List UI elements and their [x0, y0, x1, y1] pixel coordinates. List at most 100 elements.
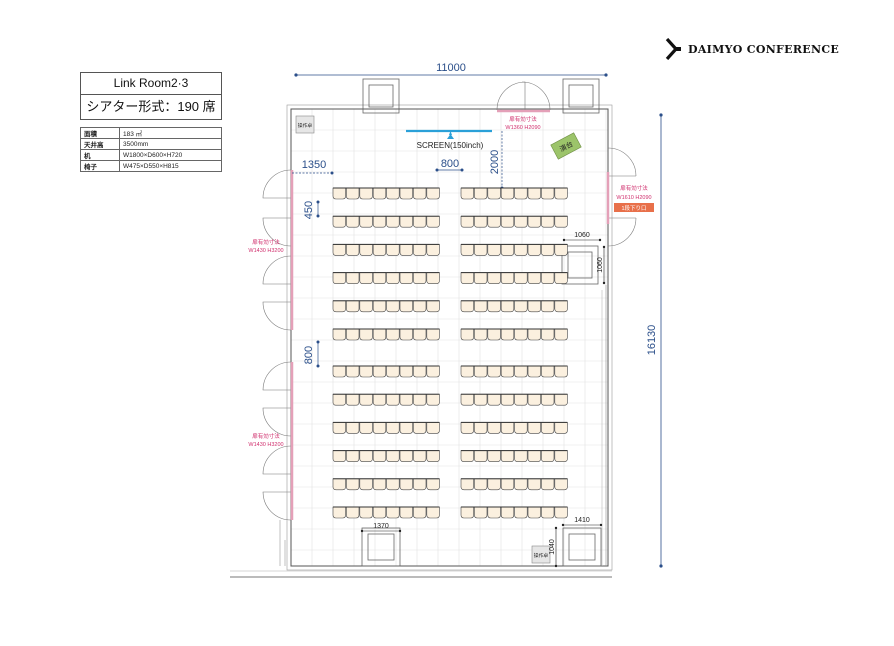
chair — [474, 328, 488, 341]
chair — [514, 450, 528, 462]
chair — [541, 272, 555, 284]
overall-depth-label: 16130 — [646, 325, 658, 356]
chair — [332, 244, 346, 256]
door-top — [496, 81, 551, 113]
overall-width-label: 11000 — [436, 62, 466, 74]
chair — [372, 215, 387, 228]
chair — [332, 365, 346, 378]
chair — [399, 187, 413, 200]
theater-seating — [332, 187, 568, 519]
door-note-title: 扉有効寸法 — [252, 238, 280, 246]
chair — [346, 506, 360, 519]
seat-row — [460, 300, 568, 313]
chair — [413, 328, 427, 341]
seat-row — [332, 272, 440, 284]
chair — [487, 328, 501, 341]
chair — [386, 244, 400, 256]
chair — [346, 393, 360, 406]
chair — [346, 422, 360, 434]
chair — [541, 506, 555, 519]
chair — [514, 187, 528, 200]
chair — [426, 215, 440, 228]
dim-2000-label: 2000 — [489, 150, 501, 174]
chair — [500, 506, 515, 519]
door-note-title: 扉有効寸法 — [509, 115, 537, 123]
chair — [399, 272, 413, 284]
chair — [399, 506, 413, 519]
chair — [359, 422, 373, 434]
dim-1060-v-label: 1060 — [597, 257, 604, 273]
chair — [514, 328, 528, 341]
chair — [372, 244, 387, 256]
chair — [413, 215, 427, 228]
chair — [426, 328, 440, 341]
seat-row — [460, 506, 568, 519]
chair — [474, 300, 488, 313]
door-note-left-lower: 扉有効寸法 W1430 H3200 — [248, 432, 283, 448]
room-layout-title: シアター形式：190 席 — [80, 95, 222, 120]
chair — [500, 478, 515, 491]
pillar-bottom-right — [562, 527, 602, 567]
chair — [527, 450, 541, 462]
chair — [346, 300, 360, 313]
room-name: Link Room2·3 — [80, 72, 222, 95]
chair — [500, 187, 515, 200]
chair — [554, 187, 568, 200]
chair — [359, 506, 373, 519]
chair — [426, 506, 440, 519]
chair — [386, 393, 400, 406]
dimension-1060-vertical: 1060 — [597, 245, 606, 285]
spec-value: W475×D550×H815 — [119, 160, 222, 172]
chair — [541, 393, 555, 406]
brand-logo: DAIMYO CONFERENCE — [664, 38, 839, 60]
seat-row — [332, 421, 440, 434]
chair — [514, 506, 528, 519]
chair — [359, 365, 373, 378]
seat-row — [332, 365, 440, 378]
chair — [514, 365, 528, 378]
chair — [527, 506, 541, 519]
chair — [541, 300, 555, 313]
dim-1040-label: 1040 — [549, 539, 556, 555]
chair — [413, 478, 427, 491]
chair — [527, 328, 541, 341]
chair — [500, 393, 515, 406]
door-note-left-upper: 扉有効寸法 W1430 H3200 — [248, 238, 283, 254]
chair — [460, 365, 474, 378]
chair — [500, 365, 515, 378]
chair — [413, 300, 427, 313]
chair — [541, 422, 555, 434]
chair — [460, 300, 474, 313]
podium: 演台 — [550, 132, 582, 160]
chair — [527, 187, 541, 200]
chair — [554, 506, 568, 519]
screen-label: SCREEN(150inch) — [417, 141, 484, 150]
chair — [474, 244, 488, 256]
dim-1350-label: 1350 — [302, 159, 326, 171]
seat-row — [460, 272, 568, 284]
chair — [386, 365, 400, 378]
chair — [413, 393, 427, 406]
chair — [500, 244, 515, 256]
pillar-top-right — [562, 78, 600, 114]
chair — [474, 450, 488, 462]
chair — [386, 478, 400, 491]
chair — [474, 187, 488, 200]
seat-row — [460, 187, 568, 200]
chair — [474, 506, 488, 519]
chair — [346, 244, 360, 256]
dim-800-top-label: 800 — [441, 158, 459, 170]
pillars — [361, 78, 602, 567]
chair — [460, 506, 474, 519]
chair — [386, 506, 400, 519]
chair — [527, 422, 541, 434]
chair — [386, 272, 400, 284]
chair — [460, 187, 474, 200]
chair — [460, 244, 474, 256]
chair — [359, 244, 373, 256]
chair — [386, 300, 400, 313]
chair — [359, 215, 373, 228]
chair — [554, 272, 568, 284]
brand-mark-icon — [665, 38, 681, 60]
